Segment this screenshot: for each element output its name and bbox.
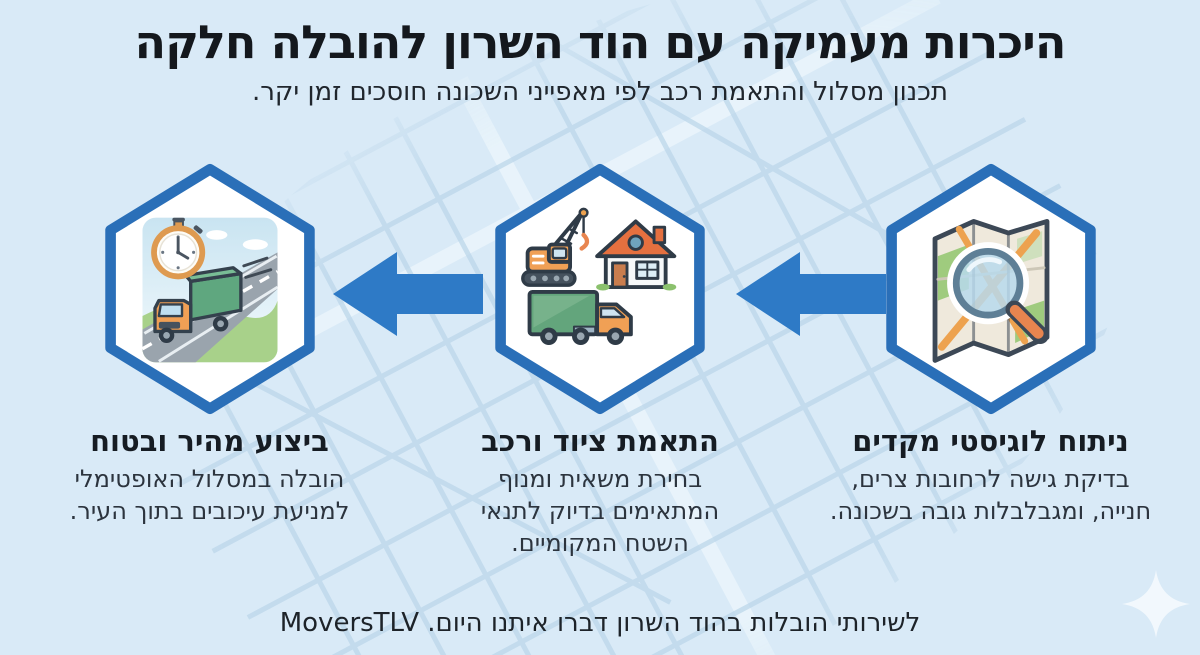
step-description: בדיקת גישה לרחובות צרים, חנייה, ומגבלבלו… (829, 465, 1152, 525)
step-title: ביצוע מהיר ובטוח (90, 424, 329, 458)
crane-house-truck-icon (495, 164, 705, 414)
map-magnifier-icon (885, 164, 1096, 414)
hexagon-map-magnifier (880, 162, 1102, 416)
step-description: הובלה במסלול האופטימלי למניעת עיכובים בת… (69, 465, 350, 525)
sparkle-icon (1122, 570, 1190, 638)
step-title: התאמת ציוד ורכב (481, 424, 719, 458)
step-title: ניתוח לוגיסטי מקדים (852, 424, 1129, 458)
hexagon-crane-house-truck (489, 162, 711, 416)
hexagon-stopwatch-truck (99, 162, 321, 416)
step-fast-safe-execution: ביצוע מהיר ובטוח הובלה במסלול האופטימלי … (22, 162, 397, 560)
step-description: בחירת משאית ומנוף המתאימים בדיוק לתנאי ה… (480, 465, 720, 557)
stopwatch-truck-road-icon (104, 164, 315, 414)
footer: לשירותי הובלות בהוד השרון דברו איתנו היו… (0, 608, 1200, 638)
footer-cta: לשירותי הובלות בהוד השרון דברו איתנו היו… (279, 608, 921, 638)
flow-arrow-icon (333, 252, 483, 336)
steps-row: ניתוח לוגיסטי מקדים בדיקת גישה לרחובות צ… (0, 162, 1200, 560)
page-subtitle: תכנון מסלול והתאמת רכב לפי מאפייני השכונ… (251, 76, 948, 107)
page-title: היכרות מעמיקה עם הוד השרון להובלה חלקה (134, 15, 1067, 69)
flow-arrow-icon (736, 252, 886, 336)
header: היכרות מעמיקה עם הוד השרון להובלה חלקה ת… (0, 16, 1200, 107)
step-equipment-vehicle-matching: התאמת ציוד ורכב בחירת משאית ומנוף המתאימ… (413, 162, 788, 560)
step-preliminary-logistic-analysis: ניתוח לוגיסטי מקדים בדיקת גישה לרחובות צ… (803, 162, 1178, 560)
